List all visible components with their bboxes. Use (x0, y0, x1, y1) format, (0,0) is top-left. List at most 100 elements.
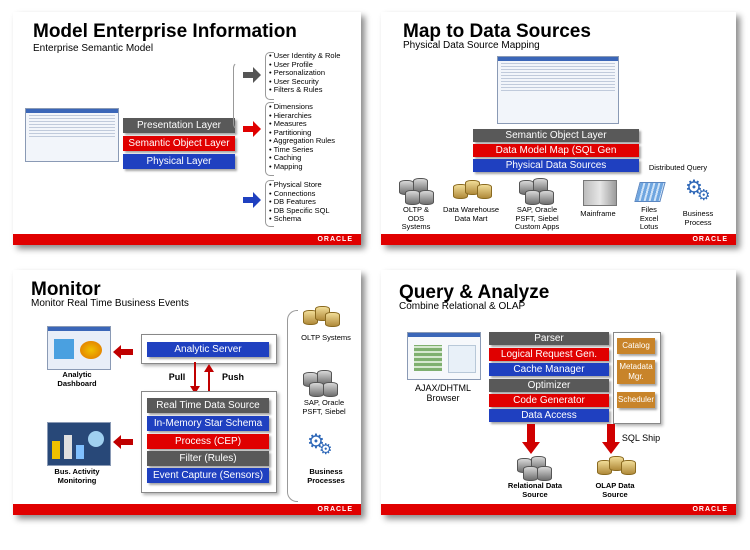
source-oltp: OLTP & ODS Systems (391, 176, 441, 236)
catalog: Catalog (617, 338, 655, 354)
layer-stack: Presentation Layer Semantic Object Layer… (121, 114, 251, 176)
gears-icon: ⚙⚙ (685, 177, 711, 204)
data-model-map-layer: Data Model Map (SQL Gen Metadata) (473, 144, 639, 169)
source-files: Files Excel Lotus (627, 176, 671, 236)
gray-arrow-icon (243, 67, 261, 83)
real-time-data-source: Real Time Data Source (147, 398, 269, 413)
group1-item: Filters & Rules (269, 85, 340, 95)
group3-item: Physical Store (269, 180, 330, 190)
slide-monitor: Monitor Monitor Real Time Business Event… (13, 270, 361, 515)
group1-item: User Identity & Role (269, 51, 341, 61)
red-arrow-icon (243, 121, 261, 137)
in-memory-star-schema: In-Memory Star Schema (147, 416, 269, 431)
event-capture-sensors: Event Capture (Sensors) (147, 468, 269, 483)
group2-item: Dimensions (269, 102, 335, 112)
source-label: SAP, Oracle PSFT, Siebel Custom Apps (514, 205, 560, 231)
sql-ship-label: SQL Ship (621, 433, 661, 443)
group1-list: User Identity & Role User Profile Person… (269, 51, 341, 95)
oltp-systems-icon (303, 306, 340, 332)
olap-source-label: OLAP Data Source (595, 481, 635, 499)
source-label: Data Warehouse Data Mart (442, 205, 499, 223)
browser-screenshot (407, 332, 481, 380)
business-processes-label: Business Processes (307, 467, 345, 485)
push-arrow-icon (204, 364, 214, 396)
slide-model-enterprise-information: Model Enterprise Information Enterprise … (13, 12, 361, 245)
source-business-process: ⚙⚙ Business Process (673, 176, 723, 236)
slide1-subtitle: Enterprise Semantic Model (33, 43, 154, 54)
source-label: OLTP & ODS Systems (401, 205, 431, 231)
group2-item: Measures (269, 119, 335, 129)
group2-item: Aggregation Rules (269, 136, 335, 146)
logical-request-gen: Logical Request Gen. (489, 348, 609, 361)
group2-item: Partitioning (269, 128, 335, 138)
group2-item: Mapping (269, 162, 335, 172)
group2-item: Time Series (269, 145, 335, 155)
slide2-subtitle: Physical Data Source Mapping (403, 40, 540, 51)
group3-list: Physical Store Connections DB Features D… (269, 180, 330, 224)
source-label: Business Process (682, 209, 714, 227)
semantic-object-layer: Semantic Object Layer (123, 136, 235, 151)
footer-bar (13, 504, 361, 515)
pull-label: Pull (168, 372, 186, 382)
analytic-dashboard-screenshot (47, 326, 111, 370)
distributed-query-label: Distributed Query (648, 163, 708, 172)
slide-map-to-data-sources: Map to Data Sources Physical Data Source… (381, 12, 736, 245)
oltp-systems-label: OLTP Systems (301, 333, 351, 342)
slide4-title: Query & Analyze (399, 282, 550, 303)
left-arrows (113, 345, 133, 449)
analytic-dashboard-label: Analytic Dashboard (57, 370, 97, 388)
physical-layer: Physical Layer (123, 154, 235, 169)
scheduler: Scheduler (617, 392, 655, 408)
down-arrow-olap-icon (602, 424, 620, 454)
source-mainframe: Mainframe (573, 176, 623, 236)
pull-arrow-icon (190, 362, 200, 394)
slide3-title: Monitor (31, 279, 101, 300)
footer-bar (381, 504, 736, 515)
oracle-logo: ORACLE (317, 506, 353, 513)
oracle-logo: ORACLE (317, 236, 353, 243)
gears-icon: ⚙⚙ (307, 431, 333, 458)
relational-source-label: Relational Data Source (507, 481, 563, 499)
physical-data-sources-layer: Physical Data Sources (473, 159, 639, 172)
oracle-logo: ORACLE (692, 506, 728, 513)
group2-item: Hierarchies (269, 111, 335, 121)
group3-item: Connections (269, 189, 330, 199)
code-generator: Code Generator (489, 394, 609, 407)
group1-item: Personalization (269, 68, 340, 78)
database-icon (451, 178, 492, 206)
semantic-object-layer: Semantic Object Layer (473, 129, 639, 142)
source-label: Mainframe (580, 209, 616, 218)
group1-item: User Security (269, 77, 340, 87)
arrow-to-bam-icon (113, 435, 133, 449)
group3-item: Schema (269, 214, 330, 224)
database-icon (517, 178, 557, 206)
cache-manager: Cache Manager (489, 363, 609, 376)
relational-db-icon (515, 456, 555, 481)
group-arrows (243, 67, 261, 208)
bracket-1 (233, 62, 258, 130)
process-cep: Process (CEP) (147, 434, 269, 449)
group2-item: Caching (269, 153, 335, 163)
group1-item: User Profile (269, 60, 340, 70)
pull-push-arrows (190, 362, 214, 396)
push-label: Push (221, 372, 244, 382)
footer-bar (381, 234, 736, 245)
sap-oracle-label: SAP, Oracle PSFT, Siebel (302, 398, 346, 416)
down-arrow-relational-icon (522, 424, 540, 454)
slide3-subtitle: Monitor Real Time Business Events (31, 298, 189, 309)
group2-list: Dimensions Hierarchies Measures Partitio… (269, 102, 335, 172)
slide2-title: Map to Data Sources (403, 21, 591, 42)
semantic-model-screenshot (25, 108, 119, 162)
slide4-subtitle: Combine Relational & OLAP (399, 301, 526, 312)
olap-db-icon (595, 456, 636, 480)
files-icon (634, 182, 666, 202)
group3-item: DB Features (269, 197, 330, 207)
slide1-title: Model Enterprise Information (33, 21, 297, 42)
blue-arrow-icon (243, 192, 261, 208)
group3-item: DB Specific SQL (269, 206, 330, 216)
source-data-warehouse: Data Warehouse Data Mart (439, 176, 503, 236)
metadata-mgr: Metadata Mgr. (617, 360, 655, 384)
analytic-server: Analytic Server (147, 342, 269, 357)
query-arrows (522, 424, 620, 454)
parser: Parser (489, 332, 609, 345)
